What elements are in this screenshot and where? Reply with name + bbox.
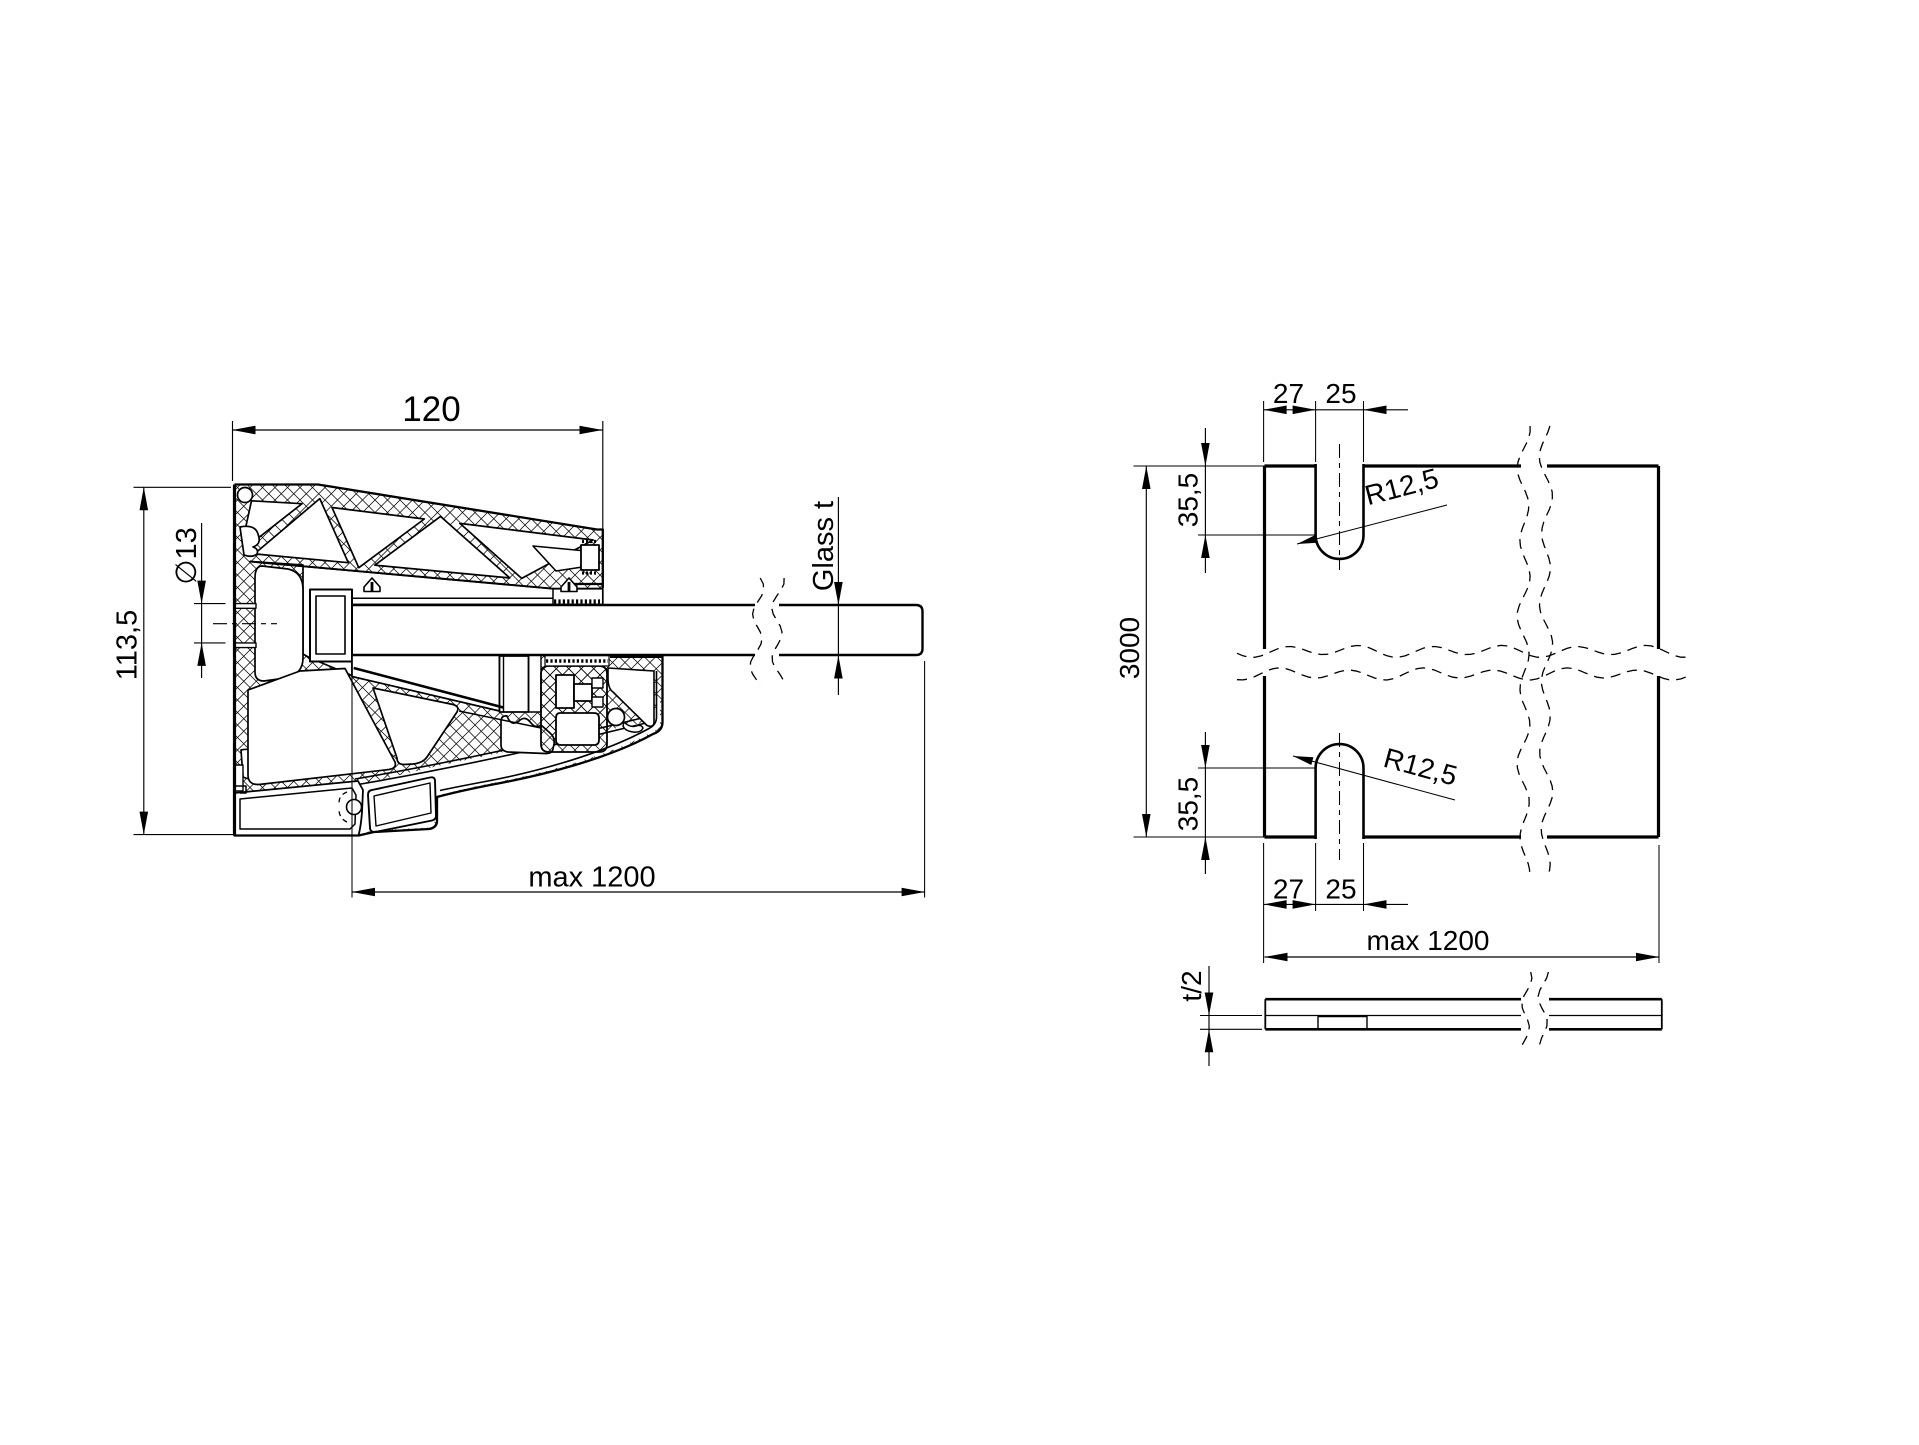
svg-text:27: 27	[1273, 874, 1304, 905]
svg-text:113,5: 113,5	[112, 610, 144, 680]
svg-text:t/2: t/2	[1176, 970, 1207, 1001]
svg-text:3000: 3000	[1114, 617, 1145, 679]
svg-text:Glass t: Glass t	[808, 501, 840, 591]
svg-text:∅13: ∅13	[171, 527, 203, 585]
svg-text:35,5: 35,5	[1173, 473, 1204, 528]
svg-text:35,5: 35,5	[1173, 777, 1204, 832]
svg-text:27: 27	[1273, 378, 1304, 409]
svg-text:max 1200: max 1200	[528, 862, 655, 894]
svg-text:25: 25	[1325, 378, 1356, 409]
svg-text:max 1200: max 1200	[1367, 925, 1490, 956]
svg-text:25: 25	[1325, 874, 1356, 905]
svg-text:120: 120	[402, 390, 460, 429]
